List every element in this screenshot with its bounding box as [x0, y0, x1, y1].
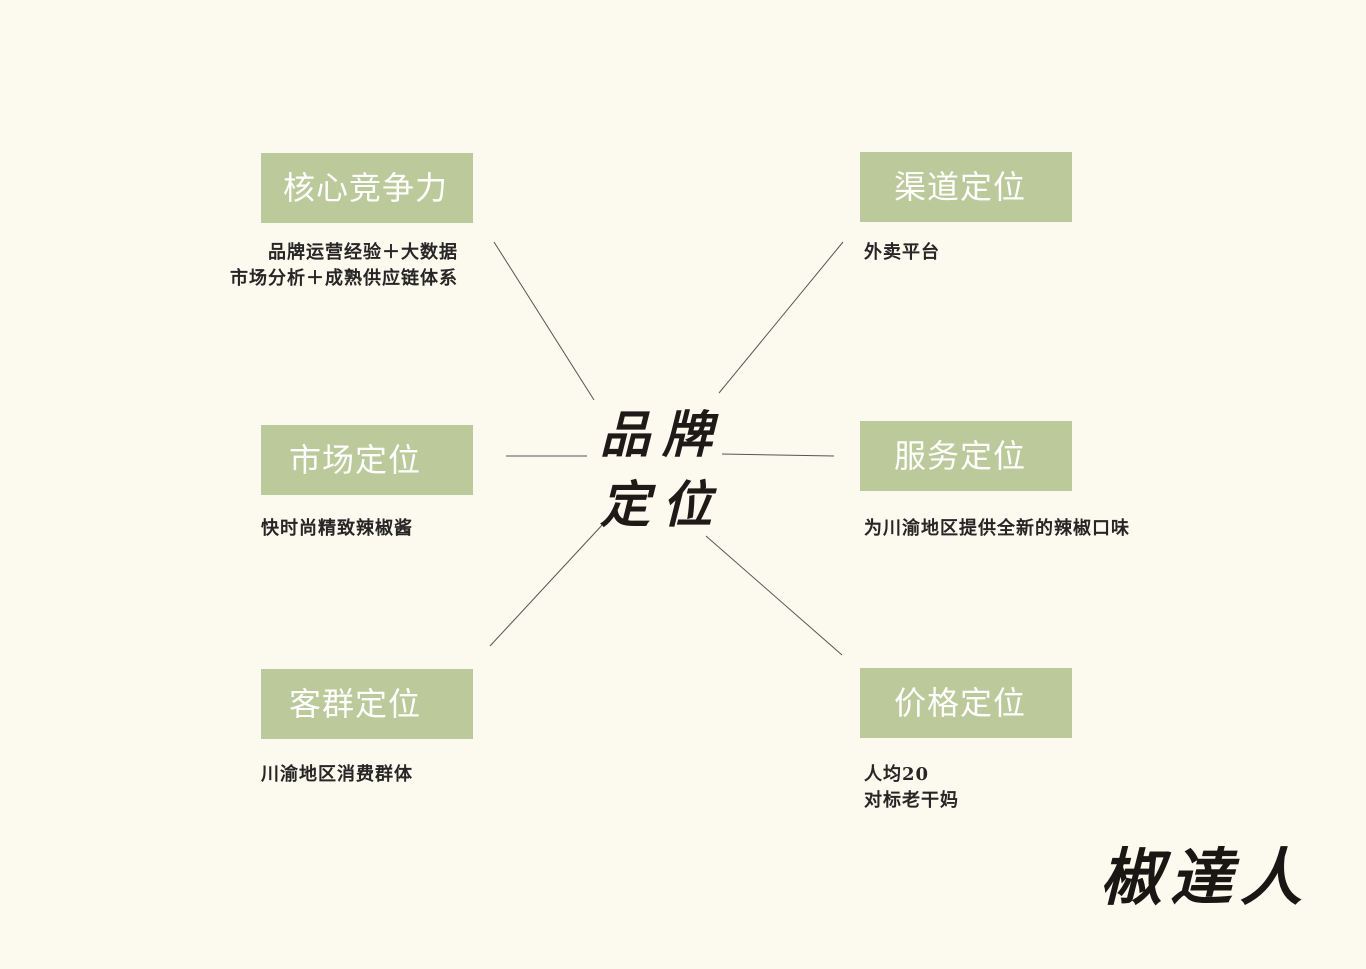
node-channel-title: 渠道定位 [894, 168, 1027, 206]
node-customer-box: 客群定位 [261, 669, 473, 739]
node-core-desc-line-1: 品牌运营经验＋大数据 [268, 242, 458, 263]
node-price-title: 价格定位 [894, 684, 1027, 722]
node-price-box: 价格定位 [860, 668, 1072, 738]
node-core-desc: 品牌运营经验＋大数据 市场分析＋成熟供应链体系 [230, 240, 458, 292]
node-market-box: 市场定位 [261, 425, 473, 495]
node-customer-title: 客群定位 [289, 685, 422, 723]
node-price-desc: 人均20 对标老干妈 [864, 762, 959, 814]
connector-core [493, 241, 595, 401]
node-service-box: 服务定位 [860, 421, 1072, 491]
center-title: 品牌 定位 [600, 400, 730, 540]
node-channel-desc-line-1: 外卖平台 [864, 242, 940, 263]
node-core-title: 核心竞争力 [283, 169, 449, 207]
node-market-desc-line-1: 快时尚精致辣椒酱 [261, 518, 413, 539]
node-market-title: 市场定位 [289, 441, 422, 479]
node-channel-box: 渠道定位 [860, 152, 1072, 222]
node-service-desc-line-1: 为川渝地区提供全新的辣椒口味 [864, 518, 1130, 539]
node-core-desc-line-2: 市场分析＋成熟供应链体系 [230, 268, 458, 289]
node-channel-desc: 外卖平台 [864, 240, 940, 266]
node-core-box: 核心竞争力 [261, 153, 473, 223]
connector-customer [489, 522, 605, 647]
center-title-line-1: 品牌 [600, 405, 724, 464]
connector-price [705, 535, 843, 656]
brand-logo: 椒達人 [1100, 841, 1311, 914]
node-service-title: 服务定位 [894, 437, 1027, 475]
center-title-line-2: 定位 [600, 475, 724, 534]
node-service-desc: 为川渝地区提供全新的辣椒口味 [864, 516, 1130, 542]
node-price-desc-line-1: 人均20 [864, 764, 930, 785]
node-customer-desc-line-1: 川渝地区消费群体 [261, 764, 413, 785]
node-customer-desc: 川渝地区消费群体 [261, 762, 413, 788]
connector-channel [718, 241, 844, 394]
connector-service [721, 453, 835, 457]
node-price-desc-line-2: 对标老干妈 [864, 790, 959, 811]
node-market-desc: 快时尚精致辣椒酱 [261, 516, 413, 542]
